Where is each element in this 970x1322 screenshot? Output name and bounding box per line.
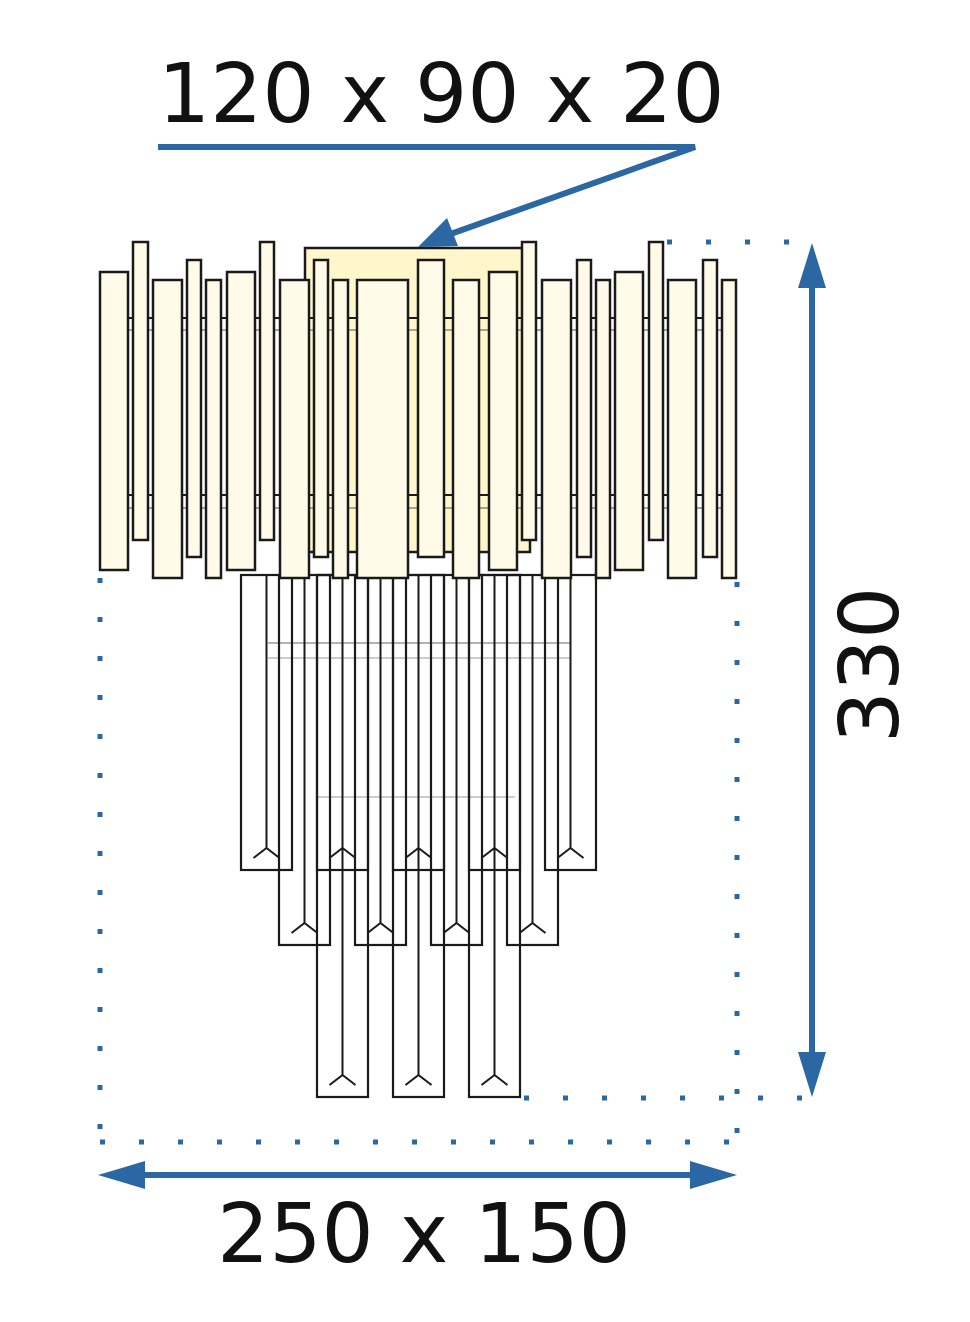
arrow-head-left-icon xyxy=(98,1161,145,1189)
crystal-chevron xyxy=(480,1073,509,1086)
crystal-bar xyxy=(416,258,446,559)
crystal-chevron xyxy=(404,1073,433,1086)
crystal-bar xyxy=(258,240,276,542)
top-crystal-row xyxy=(98,240,738,580)
dimension-arrows xyxy=(98,144,826,1189)
crystal-bar xyxy=(151,278,184,580)
crystal-bar xyxy=(185,258,203,559)
crystal-bar xyxy=(98,270,130,572)
crystal-bar xyxy=(312,258,330,559)
crystal-bar xyxy=(331,278,350,580)
crystal-bar xyxy=(520,240,538,542)
crystal-bar xyxy=(487,270,519,572)
crystal-bar xyxy=(355,278,410,580)
hanging-crystals xyxy=(239,573,598,1099)
crystal-bar xyxy=(720,278,738,580)
crystal-bar xyxy=(701,258,719,559)
crystal-bar xyxy=(575,258,593,559)
arrow-head-leader-icon xyxy=(418,218,458,247)
bottom-dimension-label: 250 x 150 xyxy=(217,1187,631,1282)
crystal-bar xyxy=(451,278,481,580)
crystal-chevron xyxy=(442,921,471,934)
arrow-head-right-icon xyxy=(690,1161,737,1189)
crystal-chevron xyxy=(556,846,585,859)
crystal-bar xyxy=(594,278,612,580)
crystal-bar xyxy=(666,278,698,580)
crystal-chevron xyxy=(290,921,319,934)
crystal-bar xyxy=(204,278,223,580)
crystal-chevron xyxy=(252,846,281,859)
leader-line xyxy=(158,144,697,239)
crystal-bar xyxy=(225,270,257,572)
crystal-bar xyxy=(647,240,665,542)
arrow-head-up-icon xyxy=(798,243,826,288)
height-dimension-label: 330 xyxy=(823,587,918,744)
crystal-bar xyxy=(540,278,573,580)
crystal-bar xyxy=(131,240,150,542)
arrow-head-down-icon xyxy=(798,1052,826,1097)
dotted-guide-lines xyxy=(97,239,810,1145)
crystal-bar xyxy=(613,270,645,572)
crystal-chevron xyxy=(366,921,395,934)
crystal-chevron xyxy=(518,921,547,934)
crystal-bar xyxy=(278,278,311,580)
crystal-chevron xyxy=(328,1073,357,1086)
top-dimension-label: 120 x 90 x 20 xyxy=(158,47,725,142)
